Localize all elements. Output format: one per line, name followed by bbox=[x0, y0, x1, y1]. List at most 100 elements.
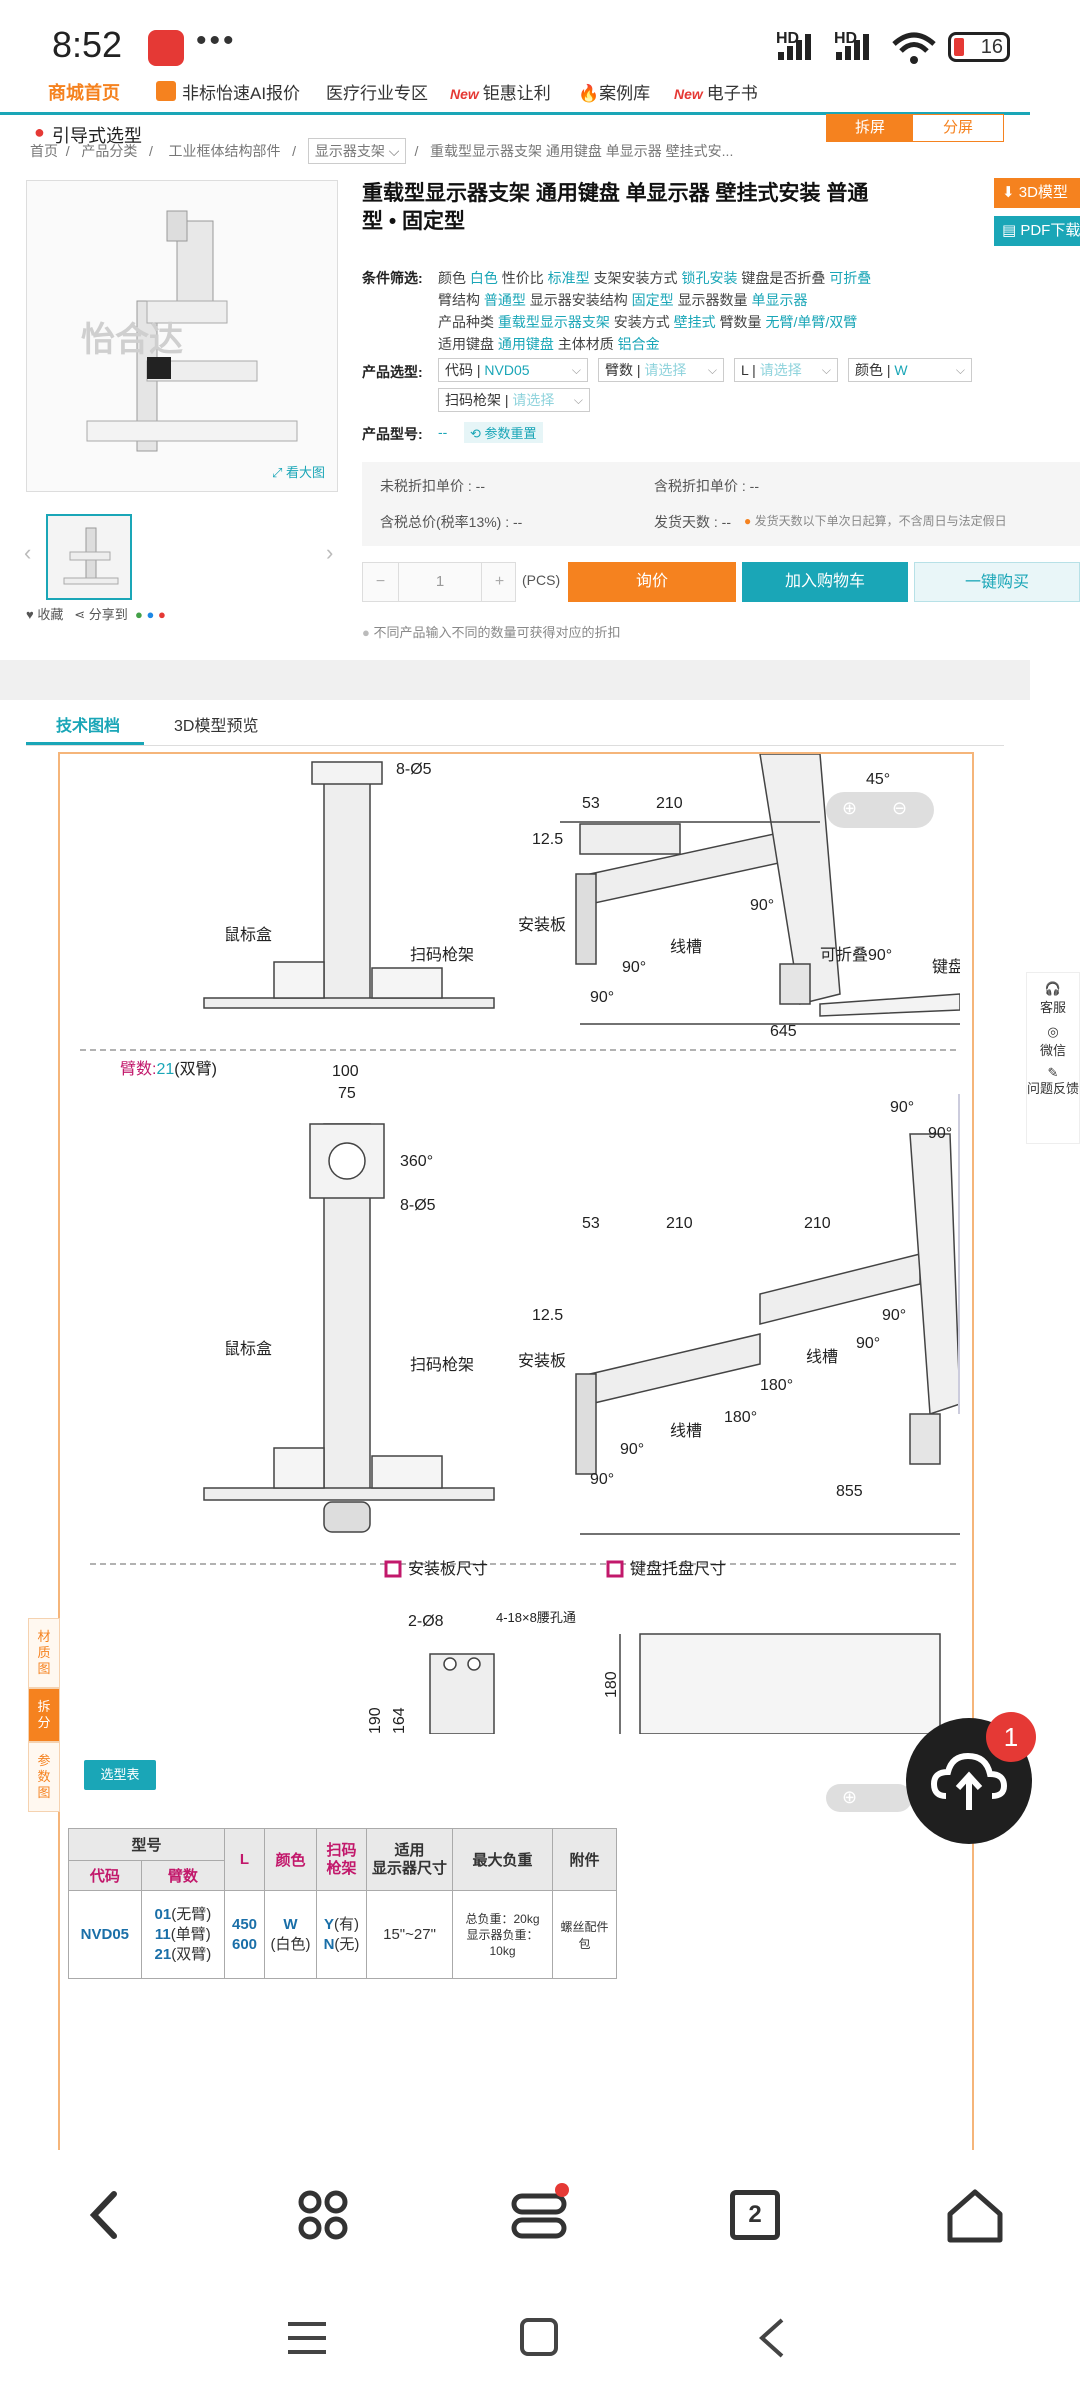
filter-value[interactable]: 无臂/单臂/双臂 bbox=[765, 314, 858, 330]
breadcrumb-sub[interactable]: 工业框体结构部件 bbox=[168, 143, 281, 159]
angle-90-a: 90° bbox=[750, 897, 774, 914]
right-float-panel: 🎧客服 ◎微信 ✎问题反馈 bbox=[1026, 972, 1080, 1144]
tab-3d-preview[interactable]: 3D模型预览 bbox=[174, 718, 259, 735]
browser-bottom-bar: 2 bbox=[0, 2150, 1080, 2400]
system-home-icon[interactable] bbox=[516, 2314, 564, 2362]
system-back-icon[interactable] bbox=[752, 2314, 792, 2362]
code-select[interactable]: 代码 | NVD05⌵ bbox=[438, 358, 588, 382]
wifi-icon bbox=[892, 32, 936, 64]
filter-value[interactable]: 重载型显示器支架 bbox=[497, 314, 610, 330]
qq-share-icon[interactable]: ● bbox=[146, 607, 155, 622]
filter-value[interactable]: 可折叠 bbox=[829, 270, 872, 286]
side-tab-params[interactable]: 参数图 bbox=[28, 1742, 60, 1812]
signal-icon bbox=[778, 34, 811, 60]
angle-45: 45° bbox=[866, 771, 890, 788]
model-3d-button[interactable]: ⬇ 3D模型 bbox=[994, 178, 1080, 208]
nav-ai-quote[interactable]: 非标怡速AI报价 bbox=[182, 84, 301, 103]
breadcrumb: 首页 / 产品分类 / 工业框体结构部件 / 显示器支架 ⌵/ 重载型显示器支架… bbox=[30, 138, 733, 164]
tray-size-title: 键盘托盘尺寸 bbox=[630, 1559, 726, 1578]
untaxed-price: 未税折扣单价 : -- bbox=[380, 478, 485, 494]
tab-tech-docs[interactable]: 技术图档 bbox=[56, 718, 121, 735]
reset-params-button[interactable]: ⟲ 参数重置 bbox=[464, 422, 543, 443]
zoom-controls-bottom[interactable]: ⊕ bbox=[826, 1784, 912, 1812]
next-image-arrow[interactable]: › bbox=[326, 540, 334, 565]
filter-value[interactable]: 白色 bbox=[469, 270, 498, 286]
home-icon[interactable] bbox=[940, 2180, 1010, 2250]
side-tab-split[interactable]: 拆分 bbox=[28, 1688, 60, 1742]
selection-table-tag: 选型表 bbox=[84, 1760, 156, 1790]
buy-now-button[interactable]: 一键购买 bbox=[914, 562, 1080, 602]
th-accessory: 附件 bbox=[552, 1828, 617, 1891]
feedback-button[interactable]: ✎问题反馈 bbox=[1027, 1065, 1080, 1096]
status-bar: 8:52 ••• HD HD 16 bbox=[0, 0, 1080, 75]
th-color: 颜色 bbox=[264, 1828, 317, 1891]
dim-210-c: 210 bbox=[804, 1215, 831, 1232]
multi-screen-button[interactable]: 分屏 bbox=[912, 114, 1004, 142]
inquiry-button[interactable]: 询价 bbox=[568, 562, 736, 602]
filter-value[interactable]: 单显示器 bbox=[751, 292, 808, 308]
weibo-share-icon[interactable]: ● bbox=[157, 607, 166, 622]
apps-icon[interactable] bbox=[288, 2180, 358, 2250]
upload-count-badge: 1 bbox=[986, 1712, 1036, 1762]
system-menu-icon[interactable] bbox=[282, 2316, 332, 2360]
zoom-in-icon-2[interactable]: ⊕ bbox=[842, 1787, 858, 1807]
back-icon[interactable] bbox=[70, 2180, 140, 2250]
nav-home[interactable]: 商城首页 bbox=[48, 83, 120, 103]
cable-slot-label-b: 线槽 bbox=[806, 1348, 838, 1366]
model-value: -- bbox=[438, 424, 448, 440]
drawing-v-scrollbar bbox=[958, 1094, 960, 1414]
pdf-download-button[interactable]: ▤ PDF下载 bbox=[994, 216, 1080, 246]
prev-image-arrow[interactable]: ‹ bbox=[24, 540, 32, 565]
arm-select[interactable]: 臂数 | 请选择⌵ bbox=[598, 358, 724, 382]
unit-label: (PCS) bbox=[522, 572, 561, 588]
filter-value[interactable]: 标准型 bbox=[547, 270, 590, 286]
breadcrumb-current: 重载型显示器支架 通用键盘 单显示器 壁挂式安... bbox=[430, 143, 734, 159]
zoom-controls-top[interactable]: ⊕ ⊖ bbox=[826, 792, 934, 828]
filter-value[interactable]: 普通型 bbox=[483, 292, 526, 308]
breadcrumb-home[interactable]: 首页 bbox=[30, 143, 58, 159]
mount-plate-label: 安装板 bbox=[518, 916, 566, 934]
signal-icon-2 bbox=[836, 34, 869, 60]
quantity-stepper[interactable]: − 1 + bbox=[362, 562, 516, 602]
guided-selection-link[interactable]: 引导式选型 bbox=[52, 126, 142, 146]
filter-value[interactable]: 锁孔安装 bbox=[681, 270, 738, 286]
filter-value[interactable]: 固定型 bbox=[631, 292, 674, 308]
product-image[interactable]: 怡合达 ⤢ 看大图 bbox=[26, 180, 338, 492]
tabs-count-button[interactable]: 2 bbox=[730, 2190, 780, 2240]
menu-icon[interactable] bbox=[504, 2180, 574, 2250]
plate-size-icon bbox=[384, 1560, 402, 1578]
zoom-out-icon[interactable]: ⊖ bbox=[892, 798, 908, 818]
scanner-select[interactable]: 扫码枪架 | 请选择⌵ bbox=[438, 388, 590, 412]
side-tab-material[interactable]: 材质图 bbox=[28, 1618, 60, 1688]
hd-label-2: HD bbox=[834, 30, 858, 47]
qty-minus-button[interactable]: − bbox=[363, 563, 399, 601]
thumbnail[interactable] bbox=[46, 514, 132, 600]
cable-slot-label-c: 线槽 bbox=[670, 1422, 702, 1440]
filter-value[interactable]: 铝合金 bbox=[617, 336, 660, 352]
filter-value[interactable]: 壁挂式 bbox=[673, 314, 716, 330]
add-to-cart-button[interactable]: 加入购物车 bbox=[742, 562, 908, 602]
qty-plus-button[interactable]: + bbox=[481, 563, 517, 601]
cell-scanner: Y(有)N(无) bbox=[316, 1890, 367, 1979]
filter-value[interactable]: 通用键盘 bbox=[497, 336, 554, 352]
info-icon-2: ● bbox=[362, 625, 370, 640]
zoom-image-link[interactable]: ⤢ 看大图 bbox=[271, 465, 325, 480]
service-button[interactable]: 🎧客服 bbox=[1039, 981, 1066, 1015]
nav-medical[interactable]: 医疗行业专区 bbox=[326, 84, 428, 103]
qty-input[interactable]: 1 bbox=[435, 573, 445, 590]
keyboard-label: 键盘 bbox=[932, 957, 960, 976]
color-select[interactable]: 颜色 | W⌵ bbox=[848, 358, 972, 382]
l-select[interactable]: L | 请选择⌵ bbox=[734, 358, 838, 382]
split-screen-button[interactable]: 拆屏 bbox=[826, 114, 914, 142]
breadcrumb-category[interactable]: 产品分类 bbox=[81, 143, 138, 159]
wechat-button[interactable]: ◎微信 bbox=[1039, 1024, 1066, 1058]
breadcrumb-select[interactable]: 显示器支架 ⌵ bbox=[307, 138, 407, 164]
zoom-in-icon[interactable]: ⊕ bbox=[842, 798, 858, 818]
nav-cases[interactable]: 🔥案例库 bbox=[578, 84, 651, 103]
share-button[interactable]: ⋖ 分享到 bbox=[74, 607, 128, 622]
wechat-share-icon[interactable]: ● bbox=[134, 607, 143, 622]
collect-button[interactable]: ♥ 收藏 bbox=[26, 607, 64, 622]
